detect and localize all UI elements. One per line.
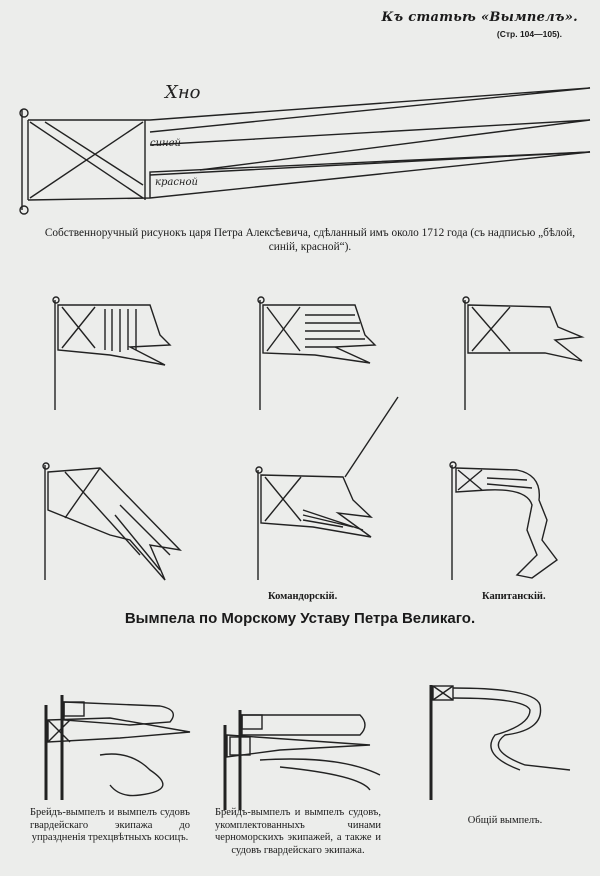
guard-crew-caption: Брейдъ-вымпелъ и вымпелъ судовъ гвардейс… [30, 807, 190, 843]
general-pennant-caption: Общій вымпелъ. [467, 815, 543, 826]
general-pennant [429, 685, 571, 800]
article-reference: Къ статьѣ «Вымпелъ». [381, 10, 578, 25]
commander-label: Командорскій. [268, 591, 338, 602]
pennant-flag-2 [257, 296, 377, 410]
handwritten-blue: синей [150, 138, 181, 149]
commander-pennant [255, 396, 399, 580]
page-reference: (Стр. 104—105). [496, 29, 562, 39]
guard-crew-pennants [44, 695, 191, 800]
captain-label: Капитанскій. [482, 591, 546, 602]
top-figure-caption: Собственноручный рисунокъ царя Петра Але… [44, 227, 576, 253]
handwritten-red: красной [155, 177, 198, 188]
pennant-flag-3 [462, 296, 585, 410]
pennant-flag-4 [42, 462, 182, 581]
handwritten-note: Хно [165, 82, 201, 103]
captain-pennant [449, 461, 558, 580]
section-title: Вымпела по Морскому Уставу Петра Великаг… [124, 610, 476, 627]
black-sea-crew-caption: Брейдъ-вымпелъ и вымпелъ судовъ, укомпле… [215, 807, 381, 856]
black-sea-crew-pennants [223, 710, 381, 810]
peter-pennant-drawing [19, 87, 591, 215]
pennant-flag-1 [52, 296, 172, 410]
